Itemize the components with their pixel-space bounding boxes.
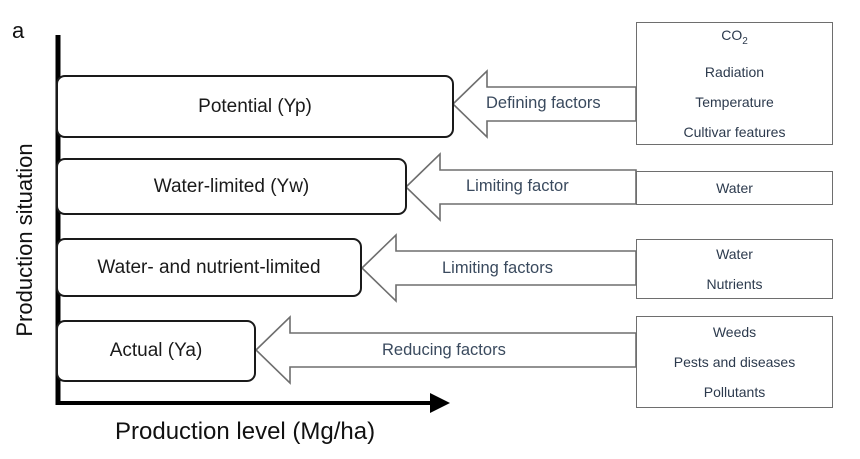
factor-water-2: Water bbox=[716, 246, 753, 262]
level-box-water-limited: Water-limited (Yw) bbox=[56, 158, 407, 215]
factor-co2-subscript: 2 bbox=[742, 35, 748, 47]
factor-pollutants: Pollutants bbox=[703, 384, 766, 400]
arrow-label-limiting-factor: Limiting factor bbox=[466, 177, 569, 195]
factor-box-potential: CO2 Radiation Temperature Cultivar featu… bbox=[636, 22, 833, 145]
arrow-label-limiting-factors: Limiting factors bbox=[442, 259, 553, 277]
factor-pests-diseases: Pests and diseases bbox=[673, 354, 796, 370]
y-axis-label: Production situation bbox=[12, 143, 37, 337]
level-box-water-nutrient-limited: Water- and nutrient-limited bbox=[56, 238, 362, 297]
factor-box-water-nutrient-limited: Water Nutrients bbox=[636, 239, 833, 299]
factor-nutrients: Nutrients bbox=[706, 276, 763, 292]
x-axis-arrowhead bbox=[430, 393, 450, 413]
factor-box-actual: Weeds Pests and diseases Pollutants bbox=[636, 316, 833, 408]
arrow-label-reducing-factors: Reducing factors bbox=[382, 341, 506, 359]
level-box-actual: Actual (Ya) bbox=[56, 320, 256, 382]
factor-co2: CO2 bbox=[721, 27, 748, 47]
level-label-water-nutrient-limited: Water- and nutrient-limited bbox=[97, 256, 321, 278]
factor-water: Water bbox=[716, 180, 753, 196]
arrow-label-defining-factors: Defining factors bbox=[486, 94, 601, 112]
factor-box-water-limited: Water bbox=[636, 171, 833, 205]
level-box-potential: Potential (Yp) bbox=[56, 75, 454, 138]
level-label-actual: Actual (Ya) bbox=[109, 340, 203, 361]
factor-radiation: Radiation bbox=[704, 63, 765, 80]
level-label-water-limited: Water-limited (Yw) bbox=[153, 175, 310, 197]
factor-weeds: Weeds bbox=[712, 324, 757, 340]
panel-label: a bbox=[12, 18, 25, 43]
level-label-potential: Potential (Yp) bbox=[198, 95, 312, 117]
factor-cultivar-features: Cultivar features bbox=[683, 123, 786, 140]
factor-temperature: Temperature bbox=[695, 93, 774, 110]
x-axis-label: Production level (Mg/ha) bbox=[115, 418, 376, 445]
